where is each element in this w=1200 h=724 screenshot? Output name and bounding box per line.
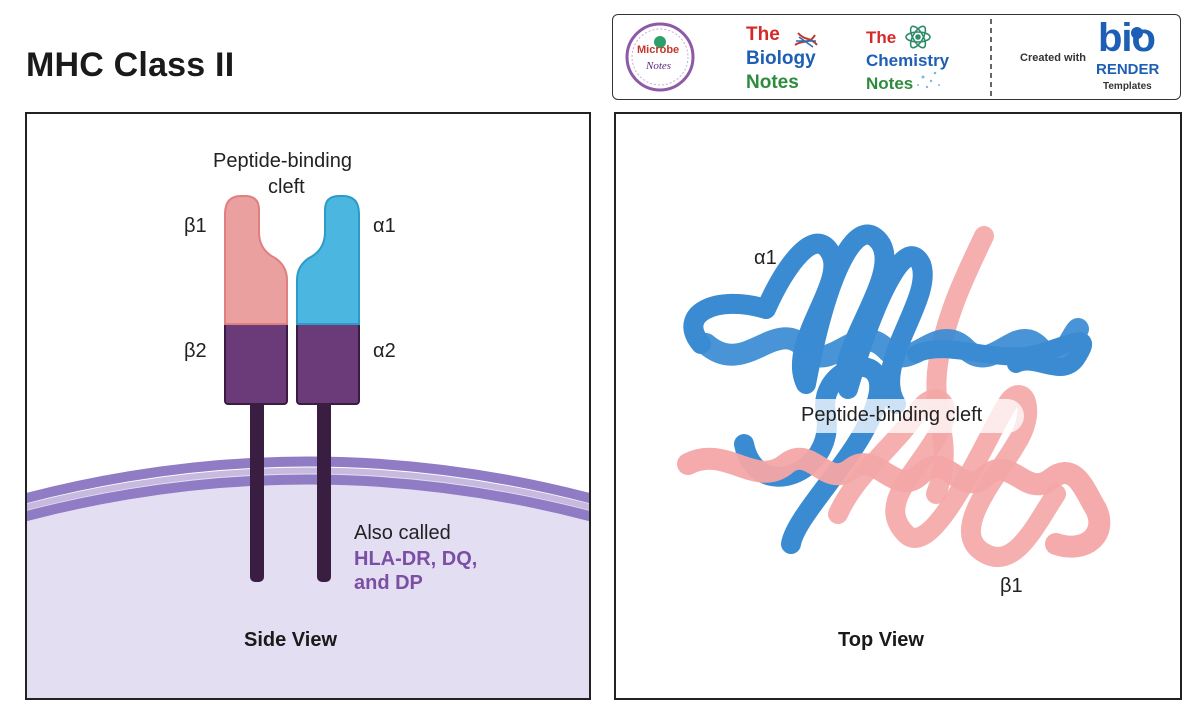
- beta2-domain: [224, 321, 288, 405]
- hla-names-line2: and DP: [354, 572, 423, 594]
- microbe-notes-sublabel: Notes: [646, 60, 672, 72]
- sparkle-icon: [917, 71, 940, 89]
- atom-icon: [905, 25, 931, 49]
- top-cleft-label: Peptide-binding cleft: [801, 404, 983, 426]
- microbe-notes-logo-inner-ring: [631, 28, 689, 86]
- side-view-caption: Side View: [244, 629, 338, 651]
- top-alpha1-label: α1: [754, 247, 777, 269]
- biorender-render: RENDER: [1096, 61, 1160, 78]
- alpha-chain-stalk: [317, 399, 331, 582]
- biology-notes-the: The: [746, 24, 780, 45]
- top-view-diagram: [677, 224, 1111, 567]
- logo-graphics: [625, 19, 1143, 97]
- chemistry-notes-chemistry: Chemistry: [866, 51, 950, 70]
- top-view-panel: α1 β1 Peptide-binding cleft Top View: [614, 112, 1182, 700]
- alpha1-domain: [296, 195, 360, 325]
- biorender-bio: bio: [1098, 16, 1156, 60]
- alpha1-helix-end: [907, 332, 1093, 376]
- top-view-caption: Top View: [838, 629, 924, 651]
- chemistry-notes-the: The: [866, 28, 897, 47]
- side-cleft-label-1: Peptide-binding: [213, 150, 352, 172]
- microbe-notes-label: Microbe: [637, 44, 680, 56]
- side-alpha2-label: α2: [373, 340, 396, 362]
- membrane-outer: [27, 456, 589, 504]
- biology-notes-biology: Biology: [746, 48, 816, 69]
- alpha1-strands: [683, 224, 933, 414]
- side-beta1-label: β1: [184, 215, 207, 237]
- alpha2-domain: [296, 321, 360, 405]
- cleft-label-backdrop: [784, 399, 1024, 433]
- logo-bar: Microbe Notes The Biology Notes The Chem…: [612, 14, 1181, 100]
- side-alpha1-label: α1: [373, 215, 396, 237]
- created-with-label: Created with: [1020, 52, 1087, 64]
- beta-chain-stalk: [250, 399, 264, 582]
- beta1-strand-top: [926, 226, 994, 504]
- cytoplasm: [27, 469, 589, 698]
- beta1-domain: [224, 195, 288, 325]
- membrane-inner: [27, 474, 589, 522]
- membrane-core: [27, 467, 589, 511]
- side-view-panel: Peptide-binding cleft β1 α1 β2 α2 Also c…: [25, 112, 591, 700]
- biorender-templates: Templates: [1103, 81, 1152, 92]
- side-cleft-label-2: cleft: [268, 176, 305, 198]
- microbe-notes-logo-dot: [654, 36, 666, 48]
- side-beta2-label: β2: [184, 340, 207, 362]
- dna-icon-rungs: [796, 36, 816, 48]
- also-called-label: Also called: [354, 522, 451, 544]
- top-beta1-label: β1: [1000, 575, 1023, 597]
- chemistry-notes-notes: Notes: [866, 74, 914, 93]
- biology-notes-notes: Notes: [746, 72, 799, 93]
- beta1-helix: [677, 447, 1111, 558]
- page-title: MHC Class II: [26, 46, 235, 84]
- biorender-logo-dot: [1131, 27, 1143, 39]
- dna-icon: [794, 32, 818, 46]
- microbe-notes-logo-ring: [625, 22, 695, 92]
- hla-names-line1: HLA-DR, DQ,: [354, 548, 478, 570]
- side-view-diagram: [27, 195, 589, 698]
